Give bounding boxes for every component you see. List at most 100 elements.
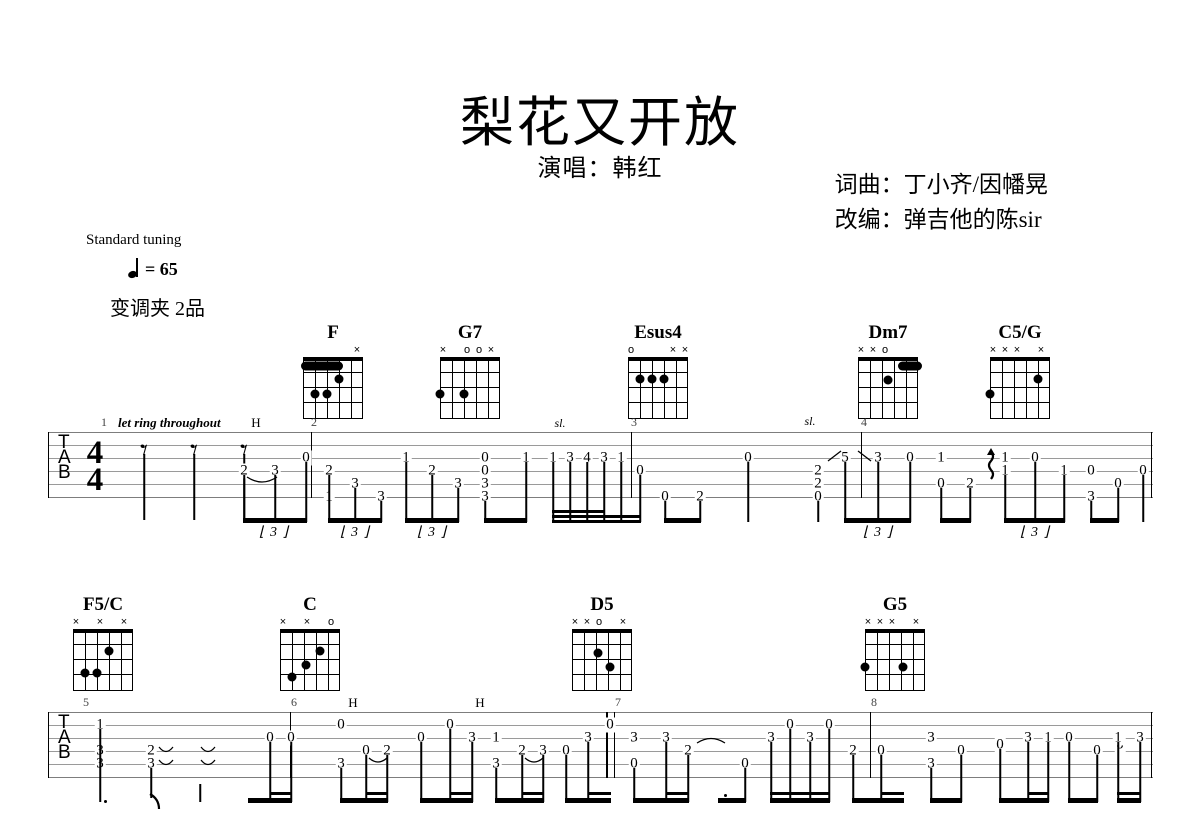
tab-note: 3 bbox=[537, 742, 549, 759]
slide-line bbox=[827, 450, 842, 462]
tab-note: 0 bbox=[560, 742, 572, 759]
tab-note: 0 bbox=[264, 729, 276, 746]
tab-note: 3 bbox=[628, 729, 640, 746]
barline bbox=[861, 432, 863, 498]
chord-name: F5/C bbox=[82, 594, 124, 615]
finger-dot bbox=[659, 374, 669, 384]
tab-note: 3 bbox=[349, 475, 361, 492]
chord-open-mute-marks: ×× ×× bbox=[864, 616, 920, 628]
tab-note: 0 bbox=[812, 488, 824, 505]
tab-note: 0 bbox=[1112, 475, 1124, 492]
tab-note: 1 bbox=[1058, 462, 1070, 479]
tab-note: 3 bbox=[1134, 729, 1146, 746]
tab-note: 3 bbox=[925, 729, 937, 746]
chord-diagram-c5-g: C5/G ×× ×× bbox=[985, 322, 1050, 419]
tab-note: 1 bbox=[547, 449, 559, 466]
nut bbox=[628, 357, 688, 361]
tab-note: 4 bbox=[581, 449, 593, 466]
quarter-note-icon bbox=[128, 258, 140, 280]
tempo-marking: = 65 bbox=[128, 258, 178, 280]
chord-diagram-f5-c: F5/C ××× bbox=[73, 594, 133, 691]
tab-note: 0 bbox=[634, 462, 646, 479]
tab-note: 1 bbox=[999, 449, 1011, 466]
slide-marking: sl. bbox=[554, 416, 566, 430]
tab-note: 3 bbox=[479, 475, 491, 492]
tab-note: 1 bbox=[490, 729, 502, 746]
duration-dot bbox=[724, 794, 727, 797]
tab-note: 3 bbox=[335, 755, 347, 772]
tab-note: 3 bbox=[466, 729, 478, 746]
finger-dot bbox=[985, 389, 995, 399]
arpeggio-up-icon bbox=[986, 446, 998, 482]
tab-note: 0 bbox=[604, 716, 616, 733]
tie bbox=[200, 746, 216, 756]
slide-line bbox=[857, 450, 872, 462]
tab-note: 3 bbox=[925, 755, 937, 772]
finger-dot bbox=[635, 374, 645, 384]
chord-grid bbox=[985, 357, 1050, 419]
barre bbox=[301, 361, 343, 371]
credit-arranger: 改编：弹吉他的陈sir bbox=[834, 206, 1042, 232]
tab-note: 2 bbox=[516, 742, 528, 759]
tie bbox=[200, 759, 216, 769]
hammer-on-slur bbox=[368, 757, 388, 766]
hammer-on-marking: H bbox=[475, 695, 485, 710]
chord-name: Esus4 bbox=[634, 322, 682, 343]
chord-diagram-dm7: Dm7 ××o bbox=[857, 322, 922, 419]
finger-dot bbox=[883, 375, 893, 385]
nut bbox=[280, 629, 340, 633]
tab-note: 3 bbox=[582, 729, 594, 746]
tab-note: 0 bbox=[1085, 462, 1097, 479]
measure-number: 5 bbox=[83, 695, 89, 709]
triplet-bracket: ⌊ 3 ⌋ bbox=[863, 525, 893, 540]
tab-note: 2 bbox=[847, 742, 859, 759]
tab-note: 0 bbox=[628, 755, 640, 772]
tab-note: 0 bbox=[415, 729, 427, 746]
finger-dot bbox=[334, 374, 344, 384]
nut bbox=[440, 357, 500, 361]
tie bbox=[158, 759, 174, 769]
tab-system-2: T A B 5 6 7 8 H H 1 3 3 2 3 bbox=[48, 695, 1158, 832]
tab-note: 0 bbox=[335, 716, 347, 733]
chord-diagram-d5: D5 ×× o× bbox=[572, 594, 632, 691]
tab-note: 0 bbox=[659, 488, 671, 505]
triplet-bracket: ⌊ 3 ⌋ bbox=[417, 525, 447, 540]
chord-open-mute-marks: × bbox=[353, 344, 361, 356]
triplet-bracket: ⌊ 3 ⌋ bbox=[340, 525, 370, 540]
quarter-rest: 𝄾 bbox=[190, 434, 198, 467]
tab-note: 2 bbox=[238, 462, 250, 479]
barline bbox=[1151, 712, 1153, 778]
chord-name: F bbox=[327, 322, 339, 343]
finger-dot bbox=[605, 662, 615, 672]
barre bbox=[898, 361, 922, 371]
tab-note: 1 bbox=[615, 449, 627, 466]
double-barline bbox=[606, 712, 609, 778]
barline bbox=[311, 432, 313, 498]
tab-note: 2 bbox=[323, 462, 335, 479]
tab-note: 1 bbox=[1112, 729, 1124, 746]
triplet-bracket: ⌊ 3 ⌋ bbox=[1020, 525, 1050, 540]
chord-open-mute-marks: ××o bbox=[857, 344, 889, 356]
tab-note: 0 bbox=[285, 729, 297, 746]
finger-dot bbox=[459, 389, 469, 399]
tab-note: 0 bbox=[823, 716, 835, 733]
finger-dot bbox=[647, 374, 657, 384]
finger-dot bbox=[92, 668, 102, 678]
tab-note: 2 bbox=[964, 475, 976, 492]
finger-dot bbox=[80, 668, 90, 678]
barline bbox=[48, 712, 50, 778]
finger-dot bbox=[593, 648, 603, 658]
chord-open-mute-marks: ×o o× bbox=[439, 344, 495, 356]
tab-note: 0 bbox=[1137, 462, 1149, 479]
chord-grid bbox=[860, 629, 925, 691]
tab-note: 2 bbox=[812, 475, 824, 492]
time-signature: 4 4 bbox=[86, 435, 104, 498]
measure-number: 1 bbox=[101, 415, 107, 429]
chord-name: D5 bbox=[590, 594, 614, 615]
tab-note: 2 bbox=[694, 488, 706, 505]
measure-number: 2 bbox=[311, 415, 317, 429]
tab-note: 3 bbox=[660, 729, 672, 746]
tab-note: 3 bbox=[452, 475, 464, 492]
page-title: 梨花又开放 bbox=[460, 93, 740, 153]
tab-note: 1 bbox=[520, 449, 532, 466]
